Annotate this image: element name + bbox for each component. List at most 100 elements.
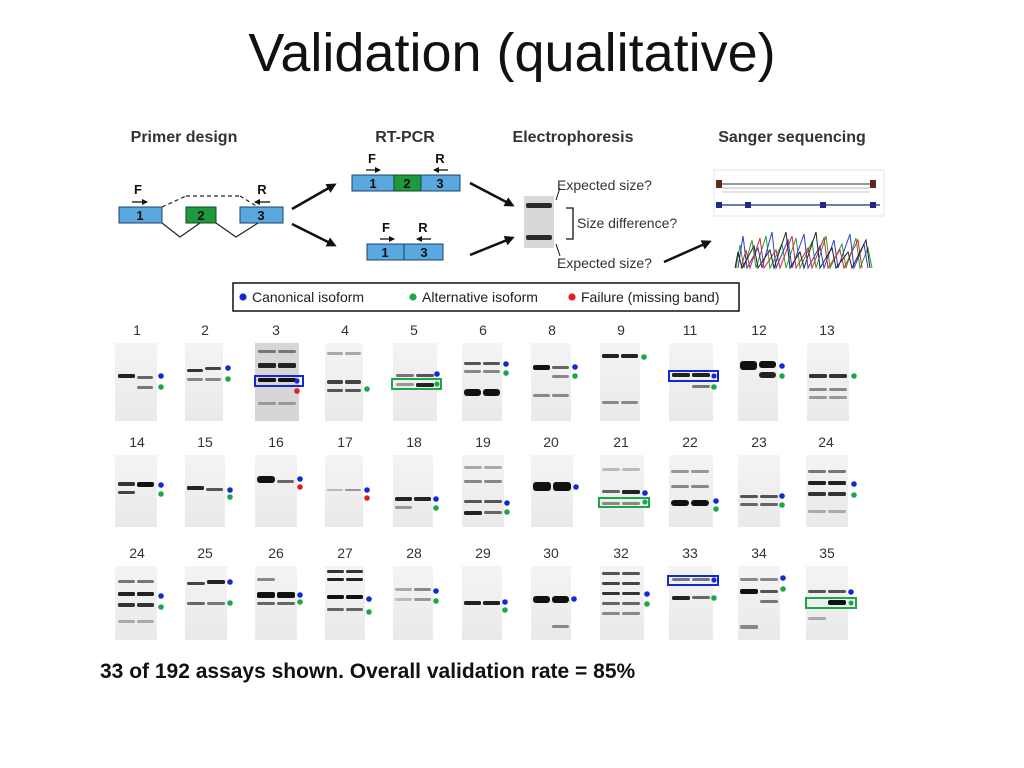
assay-label: 32	[613, 545, 629, 561]
gel-panel	[738, 455, 780, 527]
rt-pcr-long-product: 1 2 3 F R	[351, 151, 461, 192]
dot-alternative	[158, 604, 164, 610]
dot-canonical	[713, 498, 719, 504]
dot-alternative	[642, 499, 648, 505]
dot-alternative	[779, 373, 785, 379]
primer-design-diagram: 1 2 3 F R	[118, 182, 284, 238]
dot-alternative	[227, 600, 233, 606]
exon-3	[239, 206, 284, 224]
dot-canonical	[504, 500, 510, 506]
highlight-box-alternative	[805, 597, 857, 609]
highlight-box-alternative	[598, 497, 650, 508]
legend-label-canonical: Canonical isoform	[252, 289, 364, 305]
sanger-sequencing-panel	[713, 169, 885, 270]
assay-label: 12	[751, 322, 767, 338]
gel-panel	[185, 455, 225, 527]
assay-label: 26	[268, 545, 284, 561]
highlight-box-canonical	[667, 575, 719, 586]
arrow-long-to-gel	[469, 181, 515, 207]
assay-label: 16	[268, 434, 284, 450]
gel-panel	[255, 455, 297, 527]
dot-alternative	[848, 600, 854, 606]
dot-alternative	[364, 386, 370, 392]
dot-alternative	[504, 509, 510, 515]
arrow-gel-to-sequencing	[663, 240, 712, 264]
exon-2	[185, 206, 217, 224]
assay-label: 30	[543, 545, 559, 561]
gel-panel	[462, 455, 504, 527]
assay-label: 25	[197, 545, 213, 561]
gel-row-3: 24 25 26 27 28 29 30 32 33	[115, 545, 857, 640]
dot-canonical	[364, 487, 370, 493]
gel-panel	[462, 566, 502, 640]
gel-panel	[255, 566, 297, 640]
exon-2-label: 2	[197, 208, 204, 223]
gel-panel	[738, 566, 780, 640]
exon-1-label: 1	[136, 208, 143, 223]
assay-label: 35	[819, 545, 835, 561]
dot-alternative	[644, 601, 650, 607]
gel-panel	[806, 566, 848, 640]
legend-dot-alternative	[409, 293, 417, 301]
assay-label: 8	[548, 322, 556, 338]
dot-failure	[364, 495, 370, 501]
dot-canonical	[848, 589, 854, 595]
arrow-short-to-gel	[469, 235, 515, 257]
short-forward-label: F	[382, 220, 390, 235]
dot-canonical	[502, 599, 508, 605]
slide-title: Validation (qualitative)	[248, 23, 776, 83]
gel-label-expected-size-bottom: Expected size?	[557, 255, 652, 271]
assay-label: 23	[751, 434, 767, 450]
gel-panel	[185, 566, 227, 640]
dot-alternative	[851, 373, 857, 379]
highlight-box-alternative	[391, 378, 442, 390]
gel-panel	[600, 455, 644, 527]
assay-label: 34	[751, 545, 767, 561]
assay-label: 1	[133, 322, 141, 338]
assay-label: 18	[406, 434, 422, 450]
gel-panel	[669, 455, 713, 527]
dot-canonical	[433, 496, 439, 502]
assay-label: 29	[475, 545, 491, 561]
assay-label: 15	[197, 434, 213, 450]
gel-panel	[185, 343, 223, 421]
exon-3-label: 3	[257, 208, 264, 223]
assay-label: 14	[129, 434, 145, 450]
arrow-to-long-product	[291, 183, 337, 211]
step-electrophoresis: Electrophoresis	[513, 129, 634, 146]
gel-panel	[325, 566, 365, 640]
gel-panel	[531, 455, 573, 527]
dot-alternative	[227, 494, 233, 500]
gel-panel	[115, 455, 157, 527]
assay-label: 9	[617, 322, 625, 338]
gel-panel	[531, 566, 571, 640]
gel-panel	[393, 343, 437, 421]
dot-canonical	[366, 596, 372, 602]
arrow-to-short-product	[291, 222, 337, 247]
gel-row-1: 1 2 3 4 5 6 8 9 11	[115, 322, 857, 421]
dot-alternative	[713, 506, 719, 512]
gel-panel	[462, 343, 502, 421]
dot-canonical	[780, 575, 786, 581]
gel-row-2: 14 15 16 17 18 19 20 21 22	[115, 434, 857, 527]
dot-alternative	[434, 381, 440, 387]
legend-dot-canonical	[239, 293, 247, 301]
gel-panel	[325, 343, 363, 421]
gel-panel	[806, 455, 848, 527]
exon-1	[118, 206, 163, 224]
gel-panel	[325, 455, 363, 527]
primer-forward-label: F	[134, 182, 142, 197]
assay-label: 20	[543, 434, 559, 450]
step-rt-pcr: RT-PCR	[375, 129, 435, 146]
dot-alternative	[641, 354, 647, 360]
dot-alternative	[433, 598, 439, 604]
gel-panel	[115, 343, 157, 421]
dot-canonical	[297, 476, 303, 482]
rt-pcr-short-product: 1 3 F R	[366, 220, 444, 261]
legend-label-failure: Failure (missing band)	[581, 289, 720, 305]
assay-label: 6	[479, 322, 487, 338]
dot-canonical	[227, 487, 233, 493]
dot-canonical	[158, 373, 164, 379]
assay-label: 5	[410, 322, 418, 338]
